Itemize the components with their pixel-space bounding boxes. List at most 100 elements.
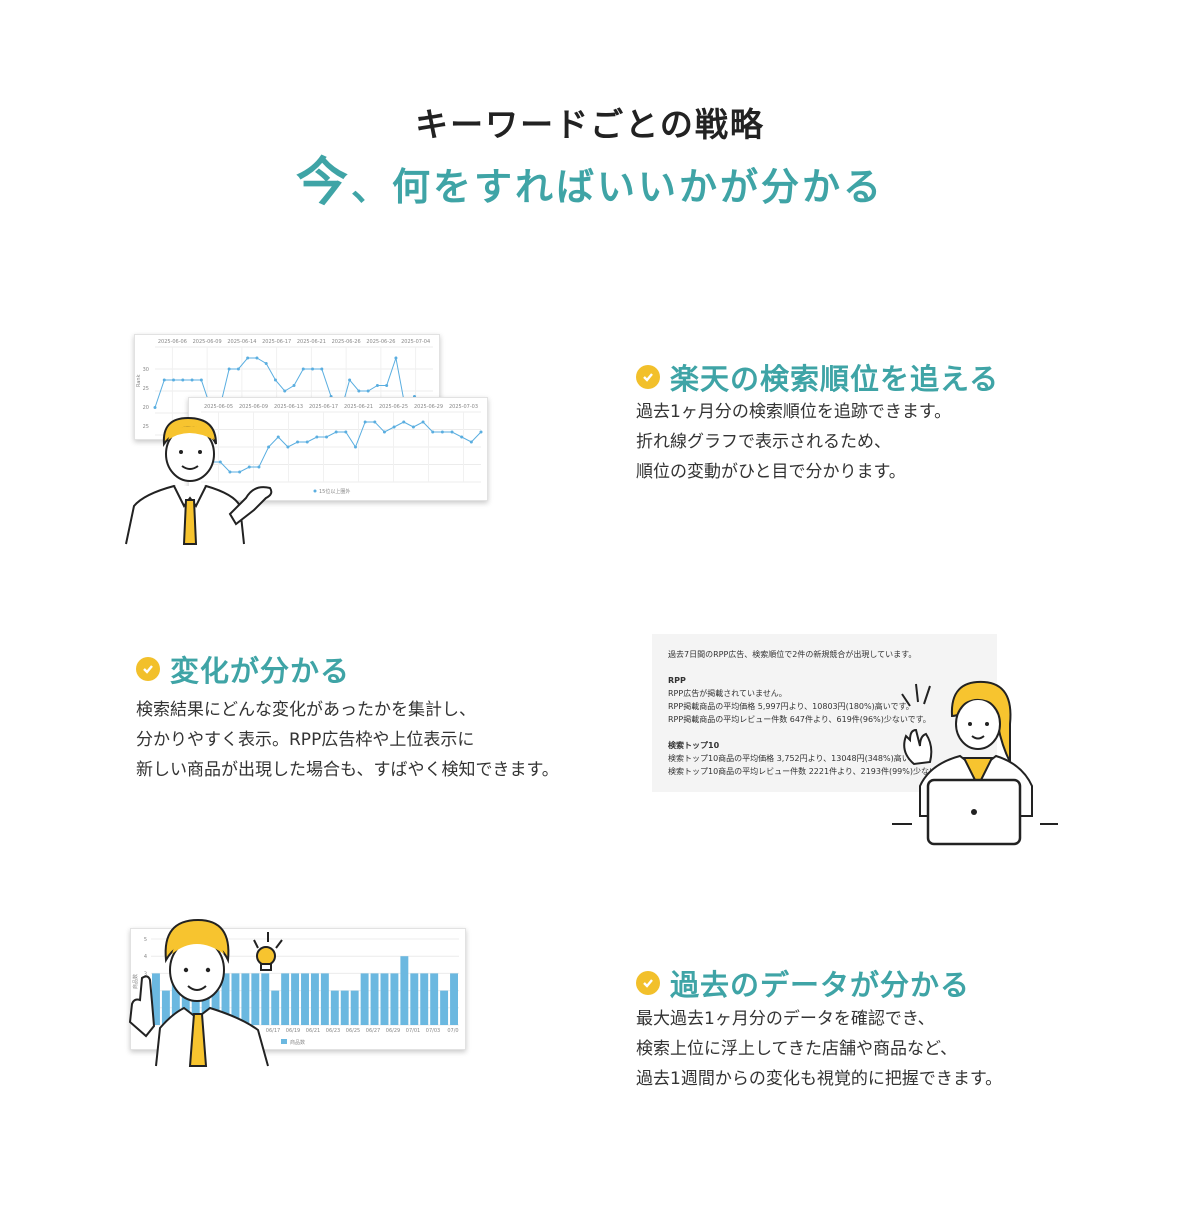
bar	[271, 990, 280, 1025]
feature-title-rank: 楽天の検索順位を追える	[636, 356, 999, 398]
x-tick-label: 06/23	[326, 1028, 340, 1034]
rank-data-point	[479, 430, 483, 434]
bar	[171, 973, 180, 1025]
rank-data-point	[320, 367, 324, 371]
rank-data-point	[296, 440, 300, 444]
y-tick-label: 3	[144, 971, 147, 977]
rank-data-point	[440, 430, 444, 434]
rank-data-point	[228, 470, 232, 474]
y-tick-label: 5	[144, 937, 147, 943]
rank-data-point	[283, 389, 287, 393]
section-subtitle: キーワードごとの戦略	[415, 105, 765, 144]
bar	[330, 990, 339, 1025]
bar	[261, 973, 270, 1025]
desc-line: 順位の変動がひと目で分かります。	[636, 462, 906, 482]
rank-data-point	[267, 445, 271, 449]
y-axis-label: Rank	[136, 374, 142, 387]
bar	[410, 973, 419, 1025]
desc-line: 過去1ヶ月分の検索順位を追跡できます。	[636, 402, 952, 422]
rank-data-point	[431, 430, 435, 434]
legend-marker	[281, 1039, 287, 1044]
bar	[320, 973, 329, 1025]
rank-data-point	[305, 440, 309, 444]
rank-data-point	[385, 384, 389, 387]
rank-data-point	[264, 362, 268, 365]
x-tick-label: 06/29	[386, 1028, 400, 1034]
rank-data-point	[357, 389, 361, 393]
rank-data-point	[450, 430, 454, 434]
rank-data-point	[469, 440, 473, 444]
y-tick-label: 25	[143, 424, 149, 430]
rank-data-point	[238, 470, 242, 474]
rank-data-point	[199, 378, 203, 382]
bar	[161, 990, 170, 1025]
title-rest: 、何をすればいいかが分かる	[351, 165, 885, 209]
bar	[281, 973, 290, 1025]
rank-data-point	[315, 435, 319, 439]
woman-laptop-illustration	[892, 680, 1058, 846]
date-tick-label: 2025-06-26	[366, 339, 395, 345]
rank-data-point	[181, 378, 185, 382]
section-title: 今、何をすればいいかが分かる	[0, 140, 1180, 215]
date-tick-label: 2025-06-26	[332, 339, 361, 345]
rank-data-point	[236, 367, 240, 371]
date-tick-label: 2025-07-04	[401, 339, 430, 345]
rank-data-point	[153, 406, 157, 409]
desc-line: 過去1週間からの変化も視覚的に把握できます。	[636, 1069, 1003, 1089]
y-tick-label: 30	[143, 367, 149, 373]
feature-desc-history: 最大過去1ヶ月分のデータを確認でき、 検索上位に浮上してきた店舗や商品など、 過…	[636, 1004, 1002, 1094]
bar	[301, 973, 309, 1025]
rpp-line: RPP掲載商品の平均価格 5,997円より、10803円(180%)高いです。	[668, 702, 914, 711]
rank-data-point	[311, 367, 315, 371]
date-tick-label: 2025-06-29	[414, 404, 443, 410]
date-tick-label: 2025-06-06	[158, 339, 187, 345]
rpp-heading: RPP	[668, 676, 686, 685]
legend-label: 商品数	[290, 1039, 305, 1046]
x-tick-label: 06/21	[306, 1028, 320, 1034]
rank-data-point	[373, 420, 377, 424]
bar	[241, 973, 250, 1025]
man-idea-illustration	[128, 918, 283, 1067]
rank-data-point	[348, 378, 352, 382]
bar	[291, 973, 300, 1025]
bar	[152, 973, 160, 1025]
rank-data-point	[255, 356, 259, 360]
rank-data-point	[344, 430, 348, 434]
feature-title-text: 過去のデータが分かる	[670, 968, 971, 1002]
bar	[430, 973, 439, 1025]
bar	[400, 956, 409, 1025]
bar	[251, 973, 260, 1025]
feature-title-change: 変化が分かる	[136, 648, 350, 690]
rank-data-point	[172, 378, 176, 382]
bar	[450, 973, 458, 1025]
feature-desc-change: 検索結果にどんな変化があったかを集計し、 分かりやすく表示。RPP広告枠や上位表…	[136, 695, 559, 785]
y-tick-label: 20	[143, 405, 149, 411]
top10-heading: 検索トップ10	[668, 741, 720, 750]
rank-data-point	[247, 465, 251, 469]
rank-series-line	[201, 421, 482, 473]
check-icon	[136, 657, 160, 681]
desc-line: 最大過去1ヶ月分のデータを確認でき、	[636, 1009, 935, 1029]
rank-data-point	[246, 356, 250, 360]
desc-line: 検索結果にどんな変化があったかを集計し、	[136, 700, 476, 720]
rank-data-point	[257, 465, 261, 469]
bar	[310, 973, 319, 1025]
rank-data-point	[366, 389, 370, 393]
bar	[350, 990, 359, 1025]
date-tick-label: 2025-07-03	[449, 404, 478, 410]
check-icon	[636, 971, 660, 995]
date-tick-label: 2025-06-14	[227, 339, 256, 345]
desc-line: 検索上位に浮上してきた店舗や商品など、	[636, 1039, 958, 1059]
rank-data-point	[421, 420, 425, 424]
feature-title-text: 楽天の検索順位を追える	[670, 362, 1000, 396]
desc-line: 折れ線グラフで表示されるため、	[636, 432, 891, 452]
bar	[360, 973, 369, 1025]
rank-data-point	[276, 435, 280, 439]
rank-data-point	[375, 384, 379, 387]
date-tick-label: 2025-06-17	[309, 404, 338, 410]
rank-data-point	[325, 435, 329, 439]
y-tick-label: 4	[144, 954, 147, 960]
x-tick-label: 07/03	[426, 1028, 440, 1034]
date-tick-label: 2025-06-09	[239, 404, 268, 410]
